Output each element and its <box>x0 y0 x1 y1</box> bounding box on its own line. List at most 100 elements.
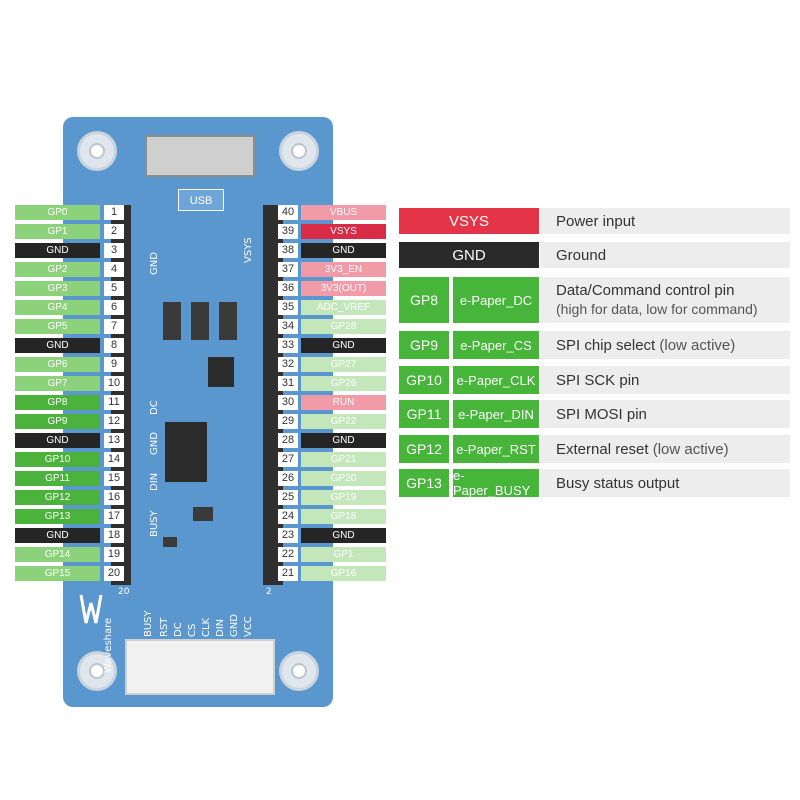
mounting-hole-top-right <box>279 131 319 171</box>
table-description-main: Busy status output <box>556 474 680 492</box>
right-pin-label: GND <box>301 338 386 353</box>
left-pin-number: 19 <box>104 547 124 562</box>
left-pin-label: GP10 <box>15 452 100 467</box>
table-description: SPI SCK pin <box>556 371 639 390</box>
component-u3 <box>219 302 237 340</box>
silk-busy: BUSY <box>149 510 160 537</box>
table-signal-name-cell: e-Paper_CLK <box>453 366 539 394</box>
table-ground-cell: GND <box>399 242 539 268</box>
component-u1 <box>163 302 181 340</box>
left-pin-number: 9 <box>104 357 124 372</box>
level-shifter-chip <box>165 422 207 482</box>
right-pin-number: 36 <box>278 281 298 296</box>
table-row-desc-bg <box>540 208 790 234</box>
table-gpio-cell: GP8 <box>399 277 449 323</box>
table-signal-name-cell: e-Paper_CS <box>453 331 539 359</box>
mounting-hole-top-left <box>77 131 117 171</box>
table-description: SPI MOSI pin <box>556 405 647 424</box>
left-pin-label: GP2 <box>15 262 100 277</box>
left-pin-label: GP15 <box>15 566 100 581</box>
table-description: External reset (low active) <box>556 440 729 459</box>
table-row-desc-bg <box>540 331 790 359</box>
left-pin-number: 14 <box>104 452 124 467</box>
table-description: Busy status output <box>556 474 679 493</box>
right-pin-label: ADC_VREF <box>301 300 386 315</box>
left-pin-label: GND <box>15 243 100 258</box>
left-pin-number: 11 <box>104 395 124 410</box>
transistor <box>193 507 213 521</box>
left-pin-label: GP12 <box>15 490 100 505</box>
left-pin-number: 15 <box>104 471 124 486</box>
fpc-connector <box>145 135 255 177</box>
right-pin-label: GP26 <box>301 376 386 391</box>
table-gpio-cell: GP10 <box>399 366 449 394</box>
left-pin-number: 13 <box>104 433 124 448</box>
silk-gnd-mid: GND <box>149 432 160 455</box>
right-pin-number: 33 <box>278 338 298 353</box>
silk-gnd-left: GND <box>149 252 160 275</box>
table-description-main: Ground <box>556 246 607 264</box>
table-description-note: (low active) <box>652 440 729 458</box>
brand-label: Waveshare <box>103 617 114 673</box>
right-pin-number: 32 <box>278 357 298 372</box>
conn-label-clk: CLK <box>201 617 212 637</box>
left-pin-number: 6 <box>104 300 124 315</box>
table-gpio-cell: GP9 <box>399 331 449 359</box>
right-pin-number: 25 <box>278 490 298 505</box>
jst-connector <box>125 639 275 695</box>
right-pin-label: 3V3(OUT) <box>301 281 386 296</box>
left-pin-label: GND <box>15 528 100 543</box>
right-pin-label: GND <box>301 528 386 543</box>
left-pin-number: 3 <box>104 243 124 258</box>
table-row-desc-bg <box>540 435 790 463</box>
left-pin-label: GP4 <box>15 300 100 315</box>
table-row-desc-bg <box>540 366 790 394</box>
right-pin-label: GP27 <box>301 357 386 372</box>
left-pin-label: GP7 <box>15 376 100 391</box>
left-pin-number: 17 <box>104 509 124 524</box>
left-pin-number: 18 <box>104 528 124 543</box>
right-pin-number: 21 <box>278 566 298 581</box>
left-pin-number: 20 <box>104 566 124 581</box>
silk-dc: DC <box>149 400 160 415</box>
left-pin-number: 5 <box>104 281 124 296</box>
right-pin-label: GP21 <box>301 452 386 467</box>
right-pin-label: VBUS <box>301 205 386 220</box>
table-description-main: SPI SCK pin <box>556 371 640 389</box>
component-u2 <box>191 302 209 340</box>
inductor <box>208 357 234 387</box>
right-pin-number: 24 <box>278 509 298 524</box>
table-description: Data/Command control pin(high for data, … <box>556 281 758 319</box>
silk-vsys: VSYS <box>243 237 254 263</box>
right-pin-label: GP19 <box>301 490 386 505</box>
left-pin-label: GND <box>15 433 100 448</box>
left-pin-number: 10 <box>104 376 124 391</box>
right-pin-number: 28 <box>278 433 298 448</box>
left-pin-label: GP0 <box>15 205 100 220</box>
conn-label-gnd: GND <box>229 614 240 637</box>
conn-label-cs: CS <box>187 623 198 637</box>
right-pin-label: GP22 <box>301 414 386 429</box>
right-pin-number: 22 <box>278 547 298 562</box>
table-description-note: (low active) <box>659 336 736 354</box>
usb-label: USB <box>178 189 224 211</box>
mounting-hole-bottom-right <box>279 651 319 691</box>
right-pin-number: 27 <box>278 452 298 467</box>
right-pin-label: GND <box>301 243 386 258</box>
right-pin-label: GP18 <box>301 509 386 524</box>
left-pin-label: GP6 <box>15 357 100 372</box>
table-gpio-cell: GP11 <box>399 400 449 428</box>
right-pin-label: RUN <box>301 395 386 410</box>
table-signal-name-cell: e-Paper_DIN <box>453 400 539 428</box>
conn-label-rst: RST <box>159 617 170 637</box>
right-pin-number: 38 <box>278 243 298 258</box>
conn-label-din: DIN <box>215 618 226 637</box>
table-description-main: Power input <box>556 212 636 230</box>
left-pin-number: 7 <box>104 319 124 334</box>
right-pin-number: 39 <box>278 224 298 239</box>
table-signal-name-cell: e-Paper_BUSY <box>453 468 539 498</box>
right-pin-label: GP16 <box>301 566 386 581</box>
waveshare-logo-icon <box>79 585 103 633</box>
left-pin-number: 16 <box>104 490 124 505</box>
conn-label-vcc: VCC <box>243 616 254 637</box>
